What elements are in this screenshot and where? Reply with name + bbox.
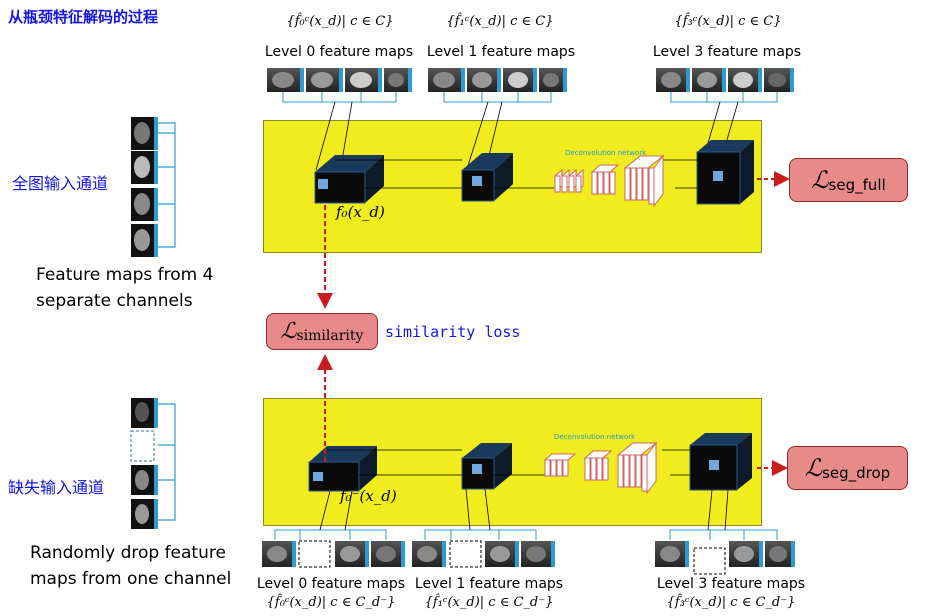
seg-drop-subscript: seg_drop	[822, 464, 891, 482]
similarity-symbol: ℒ	[280, 319, 297, 344]
bottom-level1-maps	[412, 488, 555, 568]
bottom-bottleneck-cube	[308, 446, 377, 492]
top-caption-line-1: Feature maps from 4	[36, 265, 214, 285]
bottom-level1-set: {f̂₁ᶜ(x_d)| c ∈ C_d⁻}	[424, 595, 554, 610]
bottom-connectors	[327, 449, 690, 476]
bottom-deconv-label: Deconvolution network	[554, 433, 636, 441]
top-deconv-blocks	[554, 154, 665, 208]
top-level3-cube	[696, 140, 754, 205]
top-level1-maps	[428, 68, 567, 173]
top-left-map-4	[131, 224, 158, 257]
bottom-left-feature-stack	[130, 398, 176, 529]
bottom-level3-cube	[689, 433, 752, 491]
bottom-level1-cube	[461, 443, 512, 490]
bottom-left-map-dropped	[130, 430, 155, 462]
bottom-deconv-blocks	[543, 441, 658, 495]
top-level1-label: Level 1 feature maps	[426, 44, 576, 60]
top-connectors	[335, 159, 697, 189]
bottom-level3-set: {f̂₃ᶜ(x_d)| c ∈ C_d⁻}	[666, 595, 796, 610]
bottom-caption-line-2: maps from one channel	[30, 569, 232, 589]
top-bottleneck-cube	[314, 155, 384, 204]
seg-full-subscript: seg_full	[828, 176, 886, 194]
bottom-left-map-4	[131, 499, 158, 529]
bottom-level3-maps	[655, 489, 795, 575]
top-level1-cube	[461, 153, 513, 202]
top-channel-label: 全图输入通道	[12, 174, 109, 193]
bottom-level1-label: Level 1 feature maps	[414, 576, 564, 592]
top-left-map-2	[131, 151, 158, 184]
bottom-level0-label: Level 0 feature maps	[256, 576, 406, 592]
top-level3-maps	[656, 68, 794, 151]
bottom-level0-set: {f̂₀ᶜ(x_d)| c ∈ C_d⁻}	[266, 595, 396, 610]
page-title: 从瓶颈特征解码的过程	[8, 8, 159, 26]
top-caption-line-2: separate channels	[36, 291, 193, 311]
bottom-caption-line-1: Randomly drop feature	[30, 543, 226, 563]
top-level3-set: {f̂₃ᶜ(x_d)| c ∈ C}	[674, 14, 782, 29]
similarity-loss-note: similarity loss	[385, 323, 521, 341]
bottom-left-map-3	[131, 465, 158, 495]
bottom-channel-caption: Randomly drop feature maps from one chan…	[30, 540, 231, 592]
top-left-feature-stack	[131, 117, 176, 257]
top-channel-caption: Feature maps from 4 separate channels	[36, 262, 213, 314]
seg-full-symbol: ℒ	[811, 166, 829, 194]
bottom-level0-maps	[262, 490, 405, 568]
top-left-map-3	[131, 188, 158, 221]
top-deconv-label: Deconvolution network	[565, 149, 647, 157]
top-level0-set: {f̂₀ᶜ(x_d)| c ∈ C}	[286, 14, 394, 29]
seg-drop-symbol: ℒ	[804, 454, 823, 482]
top-left-map-1	[131, 117, 158, 150]
bottom-left-map-1	[131, 398, 158, 428]
top-level3-label: Level 3 feature maps	[652, 44, 802, 60]
bottom-channel-label: 缺失输入通道	[8, 478, 105, 497]
top-level0-label: Level 0 feature maps	[264, 44, 414, 60]
bottom-bottleneck-label: f₀⁻(x_d)	[340, 487, 397, 505]
top-level1-set: {f̂₁ᶜ(x_d)| c ∈ C}	[446, 14, 554, 29]
similarity-subscript: similarity	[296, 327, 364, 344]
bottom-level3-label: Level 3 feature maps	[656, 576, 806, 592]
top-level0-maps	[267, 68, 412, 173]
top-bottleneck-label: f₀(x_d)	[336, 203, 385, 221]
